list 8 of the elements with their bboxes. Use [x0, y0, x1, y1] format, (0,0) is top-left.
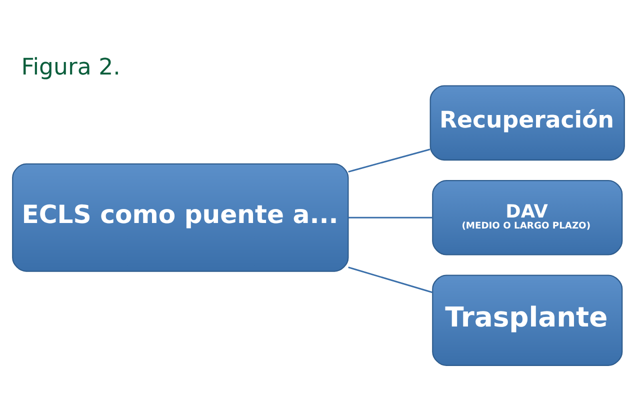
diagram-title: Figura 2. [21, 54, 120, 80]
node-box: Recuperación [430, 84, 625, 160]
connector [348, 266, 433, 293]
connector [348, 148, 430, 172]
node-box: DAV (MEDIO O LARGO PLAZO) [432, 179, 623, 255]
node-box: ECLS como puente a... [12, 162, 349, 272]
node-box: Trasplante [432, 274, 623, 366]
connector [348, 216, 432, 218]
